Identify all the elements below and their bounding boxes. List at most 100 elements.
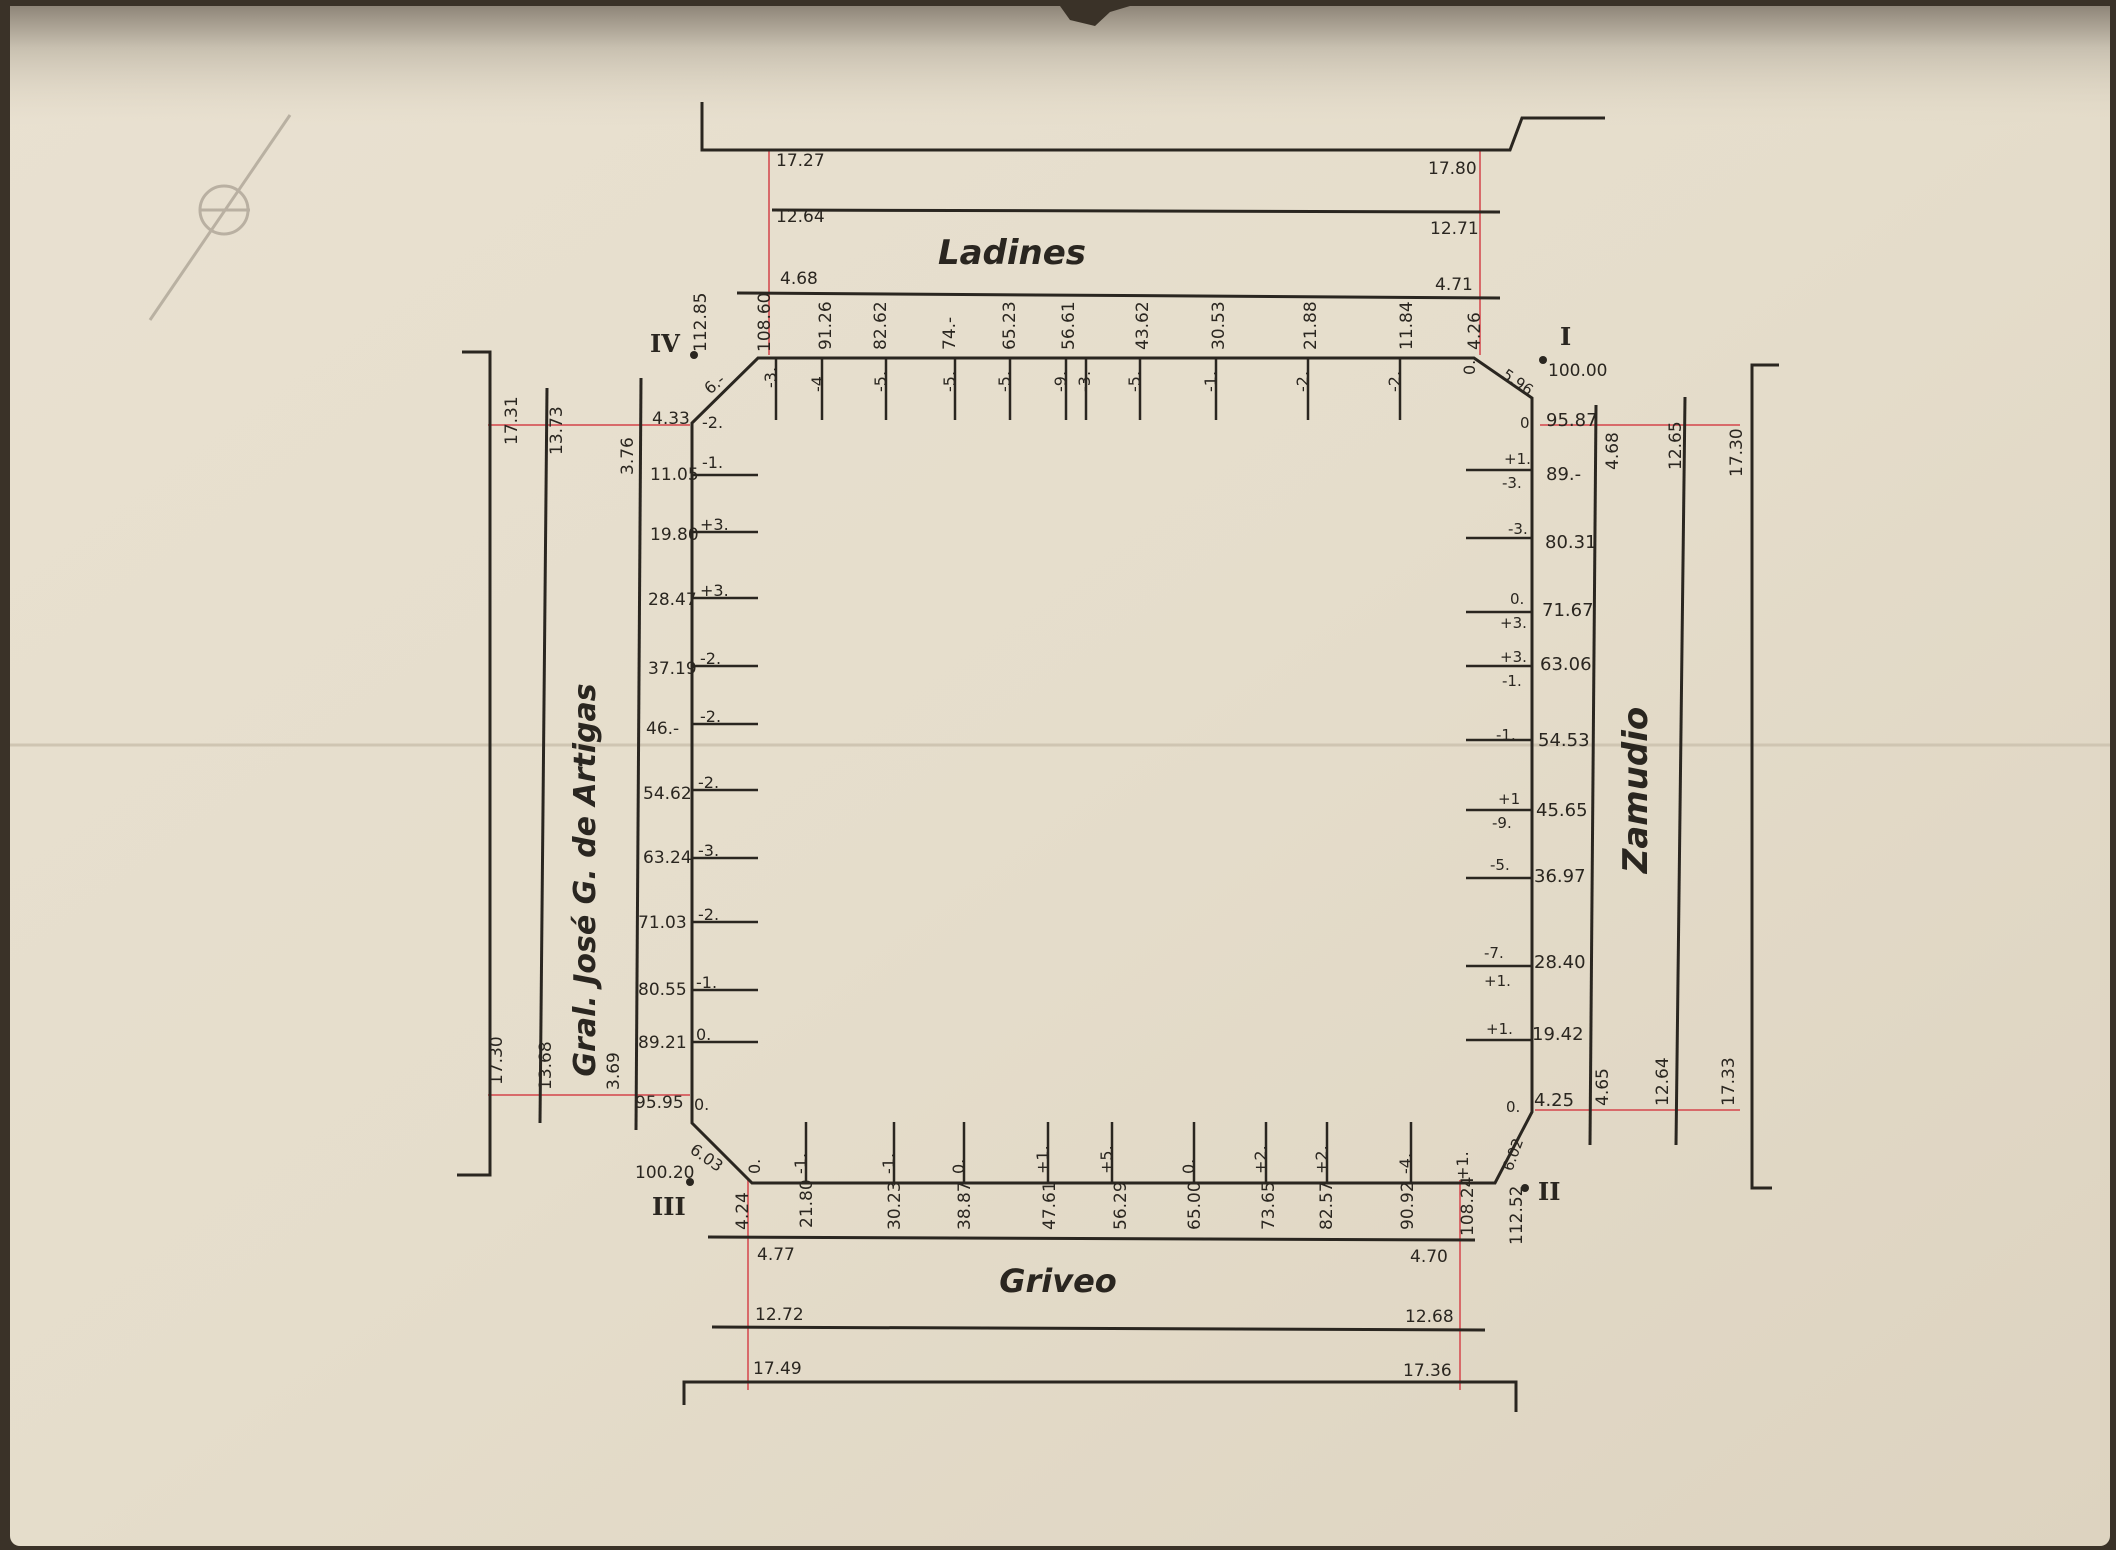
east-level: -5.: [1490, 856, 1510, 874]
paper-background: [10, 6, 2110, 1546]
north-boundary: [700, 102, 1605, 152]
west-level: -2.: [700, 649, 721, 668]
west-station: 4.33: [652, 409, 690, 429]
west-level: -1.: [702, 453, 723, 472]
west-level: 0.: [696, 1025, 711, 1044]
west-width-top-2: 13.73: [547, 406, 567, 455]
north-level: -2.: [1293, 371, 1312, 392]
south-width-2-right: 12.68: [1405, 1307, 1454, 1327]
east-level: -7.: [1484, 944, 1504, 962]
west-station: 63.24: [643, 848, 692, 868]
north-width-1-right: 17.80: [1428, 159, 1477, 179]
torn-notch: [1060, 6, 1130, 26]
south-station: 65.00: [1185, 1181, 1205, 1230]
east-station: 4.25: [1534, 1090, 1574, 1111]
south-curb: [711, 1325, 1486, 1332]
south-level: +1.: [1453, 1151, 1472, 1180]
north-station: 43.62: [1133, 301, 1153, 350]
south-level: 0.: [1179, 1159, 1198, 1174]
west-station: 100.20: [635, 1163, 694, 1183]
east-level: +1: [1498, 790, 1520, 808]
east-station: 19.42: [1532, 1024, 1584, 1045]
east-level: -3.: [1502, 474, 1522, 492]
south-station: 30.23: [885, 1181, 905, 1230]
west-curb: [538, 387, 549, 1124]
east-level: +1.: [1484, 972, 1511, 990]
east-level: -1.: [1502, 672, 1522, 690]
north-station: 11.84: [1397, 301, 1417, 350]
west-station: 89.21: [638, 1033, 687, 1053]
south-width-3-right: 17.36: [1403, 1361, 1452, 1381]
north-level: -2.: [1385, 371, 1404, 392]
south-sidewalk: [707, 1235, 1476, 1242]
north-sidewalk: [736, 291, 1501, 300]
south-width-3-left: 17.49: [753, 1359, 802, 1379]
east-station: 95.87: [1546, 410, 1598, 431]
west-level: -2.: [702, 413, 723, 432]
north-level: -5.: [871, 371, 890, 392]
compass-sketch-icon: [148, 114, 292, 321]
south-station: 21.80: [797, 1179, 817, 1228]
west-station: 37.19: [648, 659, 697, 679]
east-station: 89.-: [1546, 464, 1581, 485]
west-station: 95.95: [635, 1093, 684, 1113]
east-station: 36.97: [1534, 866, 1586, 887]
east-level: +3.: [1500, 648, 1527, 666]
west-level: -2.: [698, 773, 719, 792]
west-level: -2.: [700, 707, 721, 726]
east-station: 54.53: [1538, 730, 1590, 751]
west-station: 28.47: [648, 590, 697, 610]
north-station: 4.26: [1465, 312, 1485, 350]
west-station: 46.-: [646, 719, 679, 739]
south-station: 108.24: [1458, 1177, 1478, 1236]
west-level: -1.: [696, 973, 717, 992]
east-width-top-2: 12.65: [1666, 421, 1686, 470]
red-guides: [488, 150, 1740, 1390]
vertex-IV: IV: [650, 329, 680, 358]
north-width-2-left: 12.64: [776, 207, 825, 227]
west-station: 54.62: [643, 784, 692, 804]
east-station: 63.06: [1540, 654, 1592, 675]
north-level: -3.: [761, 367, 780, 388]
east-level: 0.: [1510, 590, 1524, 608]
south-station: 56.29: [1111, 1181, 1131, 1230]
east-station: 45.65: [1536, 800, 1588, 821]
north-station: 65.23: [1000, 301, 1020, 350]
north-level: -5.: [1125, 371, 1144, 392]
street-north-name: Ladines: [938, 233, 1086, 273]
street-south-name: Griveo: [999, 1262, 1117, 1300]
south-level: 0.: [949, 1159, 968, 1174]
west-width-bottom-2: 13.68: [536, 1041, 556, 1090]
east-boundary: [1750, 363, 1779, 1190]
north-width-3-left: 4.68: [780, 269, 818, 289]
north-station: 108.60: [755, 293, 775, 352]
west-width-bottom-3: 3.69: [604, 1052, 624, 1090]
level-ticks: [692, 358, 1532, 1183]
south-station: 90.92: [1398, 1181, 1418, 1230]
north-level: 0.: [1460, 360, 1479, 375]
south-width-1-left: 4.77: [757, 1245, 795, 1265]
south-width-2-left: 12.72: [755, 1305, 804, 1325]
north-station: 56.61: [1059, 301, 1079, 350]
north-level: -9.: [1051, 371, 1070, 392]
street-west-name: Gral. José G. de Artigas: [568, 683, 603, 1076]
east-width-top-3: 17.30: [1727, 428, 1747, 477]
north-station: 30.53: [1209, 301, 1229, 350]
east-level: +3.: [1500, 614, 1527, 632]
south-width-1-right: 4.70: [1410, 1247, 1448, 1267]
west-station: 71.03: [638, 913, 687, 933]
north-station: 74.-: [940, 317, 960, 350]
east-level: +1.: [1486, 1020, 1513, 1038]
west-width-bottom-1: 17.30: [487, 1036, 507, 1085]
west-station: 19.80: [650, 525, 699, 545]
north-width-3-right: 4.71: [1435, 275, 1473, 295]
east-level: 0.: [1506, 1098, 1520, 1116]
north-level: -4.: [808, 371, 827, 392]
north-station: 100.00: [1548, 361, 1607, 381]
west-level: -2.: [698, 905, 719, 924]
south-station: 4.24: [733, 1192, 753, 1230]
north-level: -5.: [995, 371, 1014, 392]
east-width-bottom-2: 12.64: [1653, 1057, 1673, 1106]
north-level: -3.: [1075, 371, 1094, 392]
